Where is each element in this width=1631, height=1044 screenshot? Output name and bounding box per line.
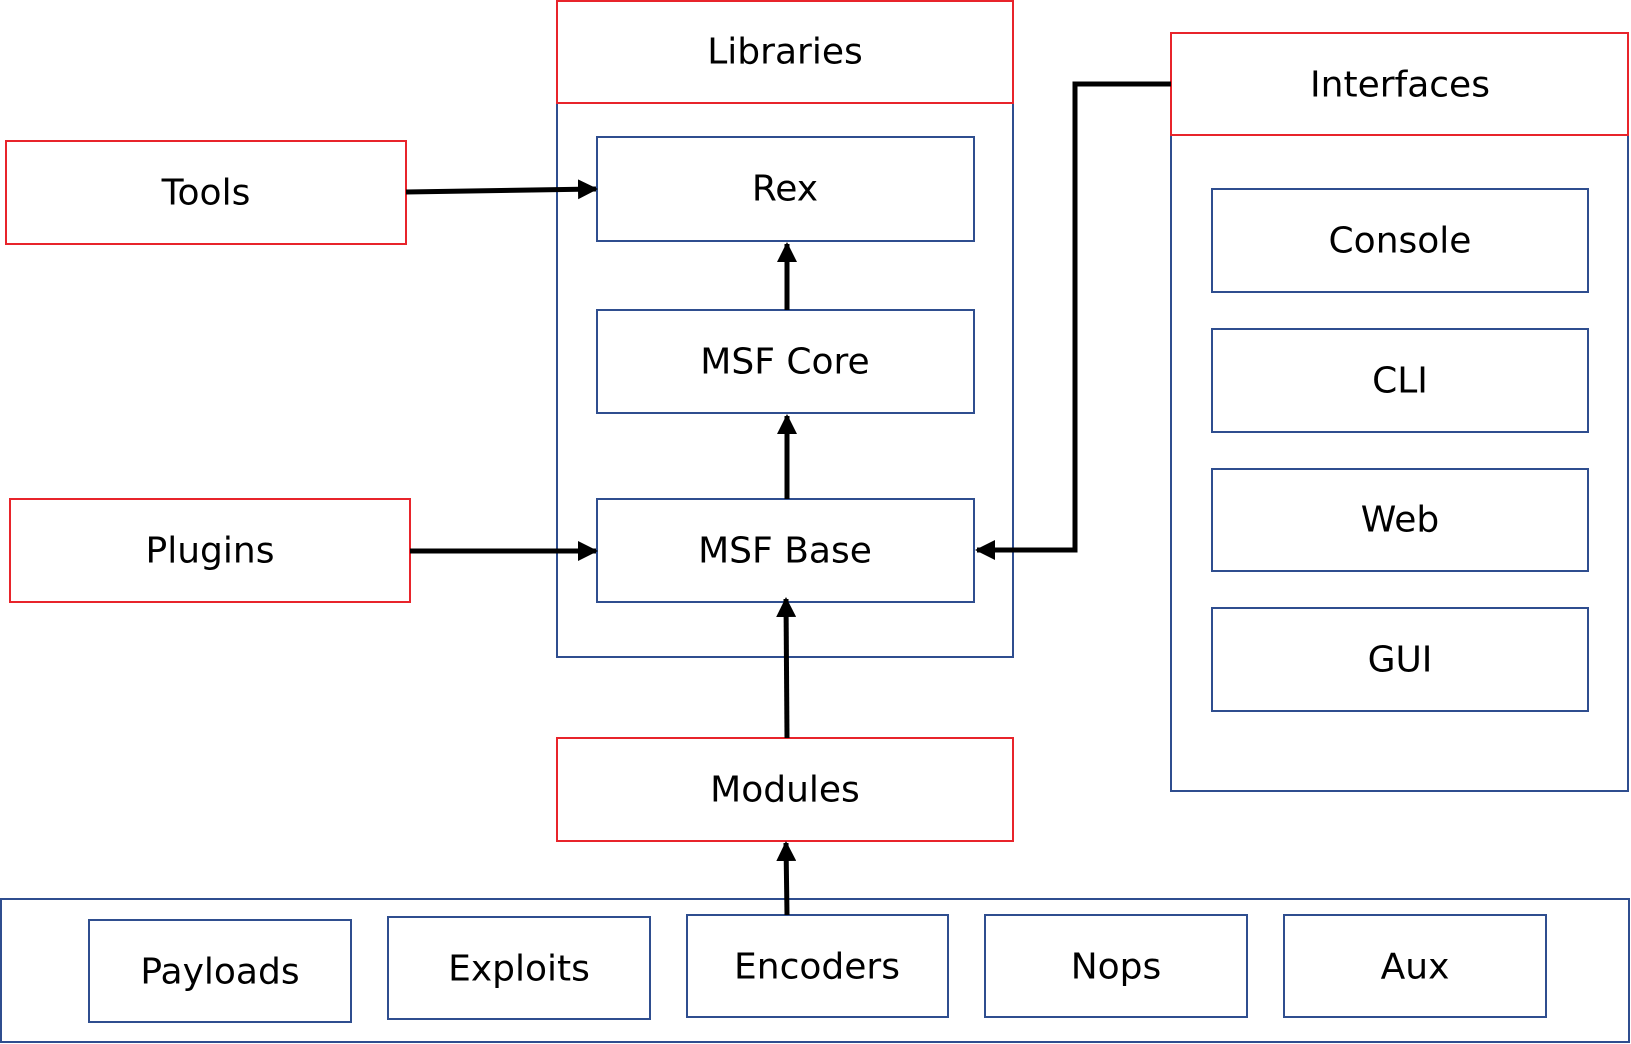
console-box [1211, 188, 1589, 293]
arrow-encoders-to-modules [776, 841, 797, 916]
aux-label: Aux [1381, 947, 1450, 988]
gui-label: GUI [1368, 640, 1433, 681]
nops-box [984, 914, 1248, 1018]
cli-box [1211, 328, 1589, 433]
exploits-label: Exploits [448, 949, 590, 990]
payloads-label: Payloads [140, 952, 299, 993]
tools-label: Tools [161, 173, 251, 214]
web-box [1211, 468, 1589, 572]
plugins-label: Plugins [146, 531, 275, 572]
rex-box [596, 136, 975, 242]
modules-box [556, 737, 1014, 842]
aux-box [1283, 914, 1547, 1018]
cli-label: CLI [1372, 361, 1428, 402]
encoders-label: Encoders [734, 947, 900, 988]
gui-box [1211, 607, 1589, 712]
arrow-modules-to-msf-base [776, 597, 797, 739]
module-types-frame [0, 898, 1630, 1043]
web-label: Web [1361, 500, 1440, 541]
rex-label: Rex [752, 169, 818, 210]
tools-box [5, 140, 407, 245]
exploits-box [387, 916, 651, 1020]
msf-core-label: MSF Core [700, 342, 869, 383]
console-label: Console [1329, 221, 1472, 262]
payloads-box [88, 919, 352, 1023]
nops-label: Nops [1071, 947, 1162, 988]
arrow-interfaces-to-msf-base [975, 81, 1171, 560]
interfaces-title: Interfaces [1310, 65, 1490, 106]
encoders-box [686, 914, 949, 1018]
libraries-title: Libraries [707, 32, 862, 73]
modules-label: Modules [710, 770, 860, 811]
msf-base-label: MSF Base [698, 531, 872, 572]
libraries-title-box [556, 0, 1014, 104]
arrow-tools-to-rex [405, 179, 598, 200]
